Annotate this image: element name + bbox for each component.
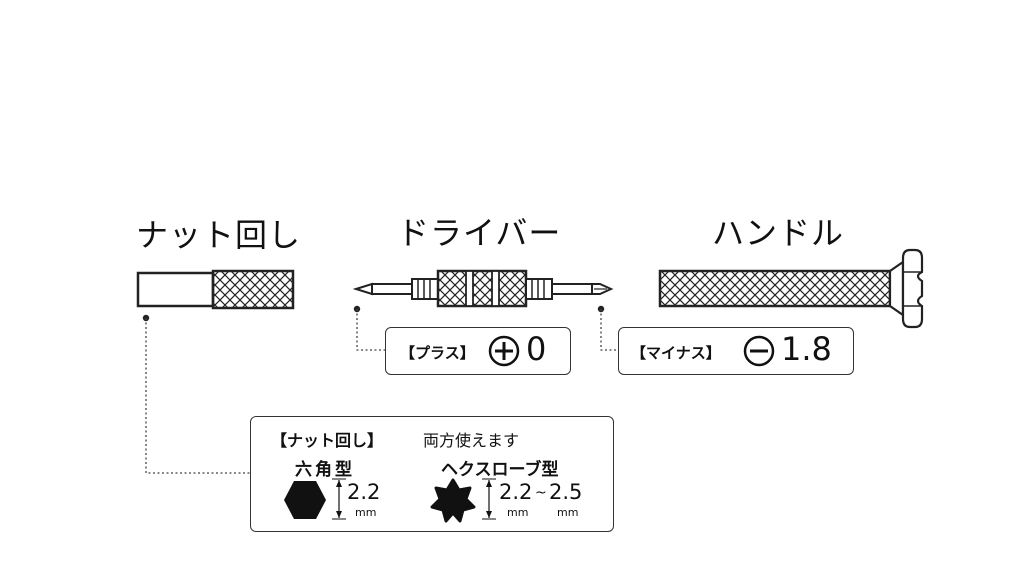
nut-info-label: 【ナット回し】 xyxy=(271,431,384,450)
hexlobe-size-min: 2.2 xyxy=(499,480,533,504)
minus-value: 1.8 xyxy=(781,330,832,368)
hexlobe-dimension-arrow xyxy=(482,478,496,520)
minus-spec-box: 【マイナス】 1.8 xyxy=(618,327,854,375)
plus-leader-line xyxy=(356,309,385,351)
screwdriver-tool xyxy=(352,269,614,308)
hex-size: 2.2 xyxy=(347,480,381,504)
hex-dimension-arrow xyxy=(332,478,346,520)
minus-icon xyxy=(743,335,775,367)
hexlobe-size-max: 2.5 xyxy=(549,480,583,504)
hexlobe-unit-min: mm xyxy=(507,506,529,519)
plus-icon xyxy=(488,335,520,367)
hex-icon xyxy=(284,481,326,519)
nut-info-note: 両方使えます xyxy=(423,431,520,450)
nut-info-box: 【ナット回し】 両方使えます 六角型 2.2 mm ヘクスローブ型 2.2 ~ … xyxy=(250,416,614,532)
driver-title: ドライバー xyxy=(397,214,562,252)
nut-leader-line xyxy=(145,318,250,474)
plus-spec-box: 【プラス】 0 xyxy=(385,327,571,375)
hexlobe-type-name: ヘクスローブ型 xyxy=(441,460,559,480)
handle-title: ハンドル xyxy=(712,214,845,252)
nut-driver-tool xyxy=(136,269,295,310)
hex-type-name: 六角型 xyxy=(295,460,355,480)
hexlobe-icon xyxy=(430,478,476,523)
hexlobe-unit-max: mm xyxy=(557,506,579,519)
plus-value: 0 xyxy=(526,330,547,368)
hex-unit: mm xyxy=(355,506,377,519)
nut-driver-title: ナット回し xyxy=(136,216,302,254)
handle-tool xyxy=(658,248,924,329)
hexlobe-size-sep: ~ xyxy=(535,485,547,501)
minus-leader-line xyxy=(600,309,618,351)
plus-label: 【プラス】 xyxy=(400,344,475,362)
minus-label: 【マイナス】 xyxy=(631,344,721,362)
